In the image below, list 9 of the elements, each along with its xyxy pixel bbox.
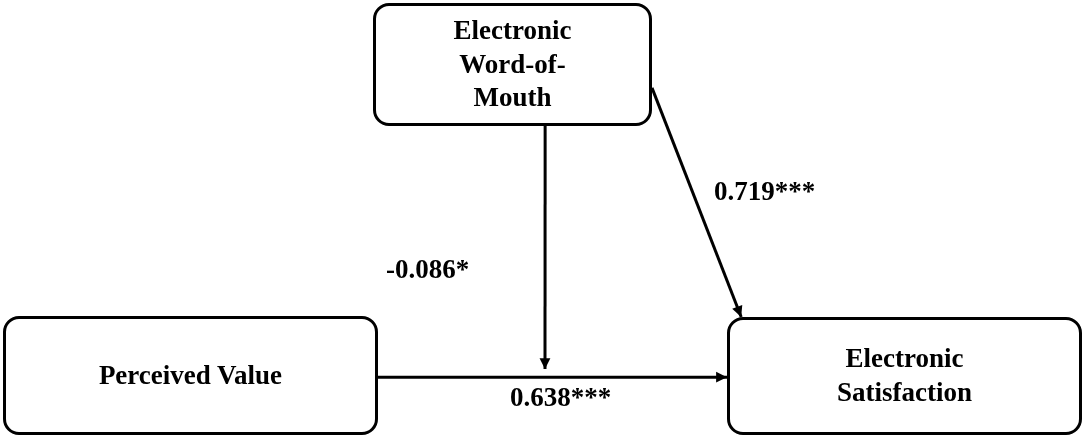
- arrow: [650, 87, 743, 318]
- construct-box: [373, 3, 652, 126]
- construct-label: Electronic Satisfaction: [836, 342, 973, 409]
- construct-label: Perceived Value: [98, 358, 283, 392]
- construct-box: [3, 316, 378, 435]
- construct-label: Electronic Word-of-Mouth: [452, 13, 573, 115]
- arrow: [539, 126, 551, 369]
- arrow: [378, 371, 727, 383]
- construct-box: [727, 317, 1082, 435]
